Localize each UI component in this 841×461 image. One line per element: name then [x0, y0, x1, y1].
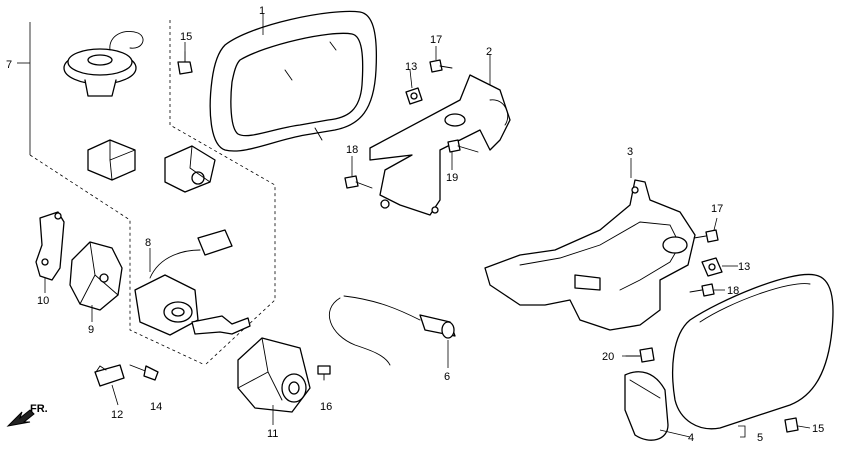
- callout-15-upper: 15: [180, 31, 192, 43]
- callout-16: 16: [320, 401, 332, 413]
- kit-outline: [29, 20, 276, 366]
- part-17-bolt-upper: [429, 59, 453, 73]
- part-7-cap: [63, 30, 144, 97]
- part-15-screw-right: [784, 417, 799, 433]
- callout-18-left: 18: [346, 144, 358, 156]
- part-13-grommet-right: [701, 257, 723, 277]
- part-11-key-cylinder: [237, 337, 311, 413]
- callout-13-right: 13: [738, 261, 750, 273]
- part-19-bolt: [447, 139, 479, 153]
- callout-7: 7: [6, 59, 12, 71]
- callout-2: 2: [486, 46, 492, 58]
- callout-9: 9: [88, 324, 94, 336]
- part-13-grommet-upper: [405, 87, 423, 105]
- callout-8: 8: [145, 237, 151, 249]
- callout-13-upper: 13: [405, 61, 417, 73]
- part-block-left: [87, 139, 136, 181]
- leader-lines: [17, 14, 811, 438]
- part-4-side-piece: [624, 371, 669, 441]
- callout-6: 6: [444, 371, 450, 383]
- part-14-screw: [129, 364, 159, 381]
- callout-11: 11: [267, 428, 278, 440]
- callout-17-right: 17: [711, 203, 723, 215]
- callout-17-upper: 17: [430, 34, 442, 46]
- callout-18-right: 18: [727, 285, 739, 297]
- callout-12: 12: [111, 409, 123, 421]
- part-20-bolt: [625, 347, 655, 363]
- part-16-screw: [317, 365, 331, 381]
- part-17-bolt-right: [693, 229, 719, 243]
- callout-1: 1: [259, 5, 265, 17]
- callout-14: 14: [150, 401, 162, 413]
- part-3-right-bracket: [484, 179, 696, 331]
- callout-19: 19: [446, 172, 458, 184]
- part-block-right: [164, 145, 216, 193]
- callout-4: 4: [688, 432, 694, 444]
- callout-20: 20: [602, 351, 614, 363]
- part-1-left-cover: [209, 10, 378, 152]
- part-10-bracket: [35, 211, 65, 281]
- part-5-right-cover: [671, 273, 834, 430]
- part-8-ignition-switch: [134, 229, 251, 336]
- callout-5: 5: [757, 432, 763, 444]
- callout-10: 10: [37, 295, 49, 307]
- callout-labels: 1 2 3 4 5 6 7 8 9 10 11 12 13 13 14 15 1…: [6, 5, 824, 444]
- front-direction-arrow: FR.: [6, 403, 48, 427]
- part-15-screw-top: [177, 51, 193, 75]
- direction-label: FR.: [30, 403, 48, 415]
- part-9-switch-base: [69, 241, 123, 311]
- part-18-bolt-right: [689, 283, 715, 297]
- part-6-cable: [328, 295, 456, 366]
- part-2-bracket: [369, 74, 511, 216]
- part-12-key: [94, 364, 125, 387]
- part-18-bolt-left: [344, 175, 373, 189]
- callout-3: 3: [627, 146, 633, 158]
- callout-15-right: 15: [812, 423, 824, 435]
